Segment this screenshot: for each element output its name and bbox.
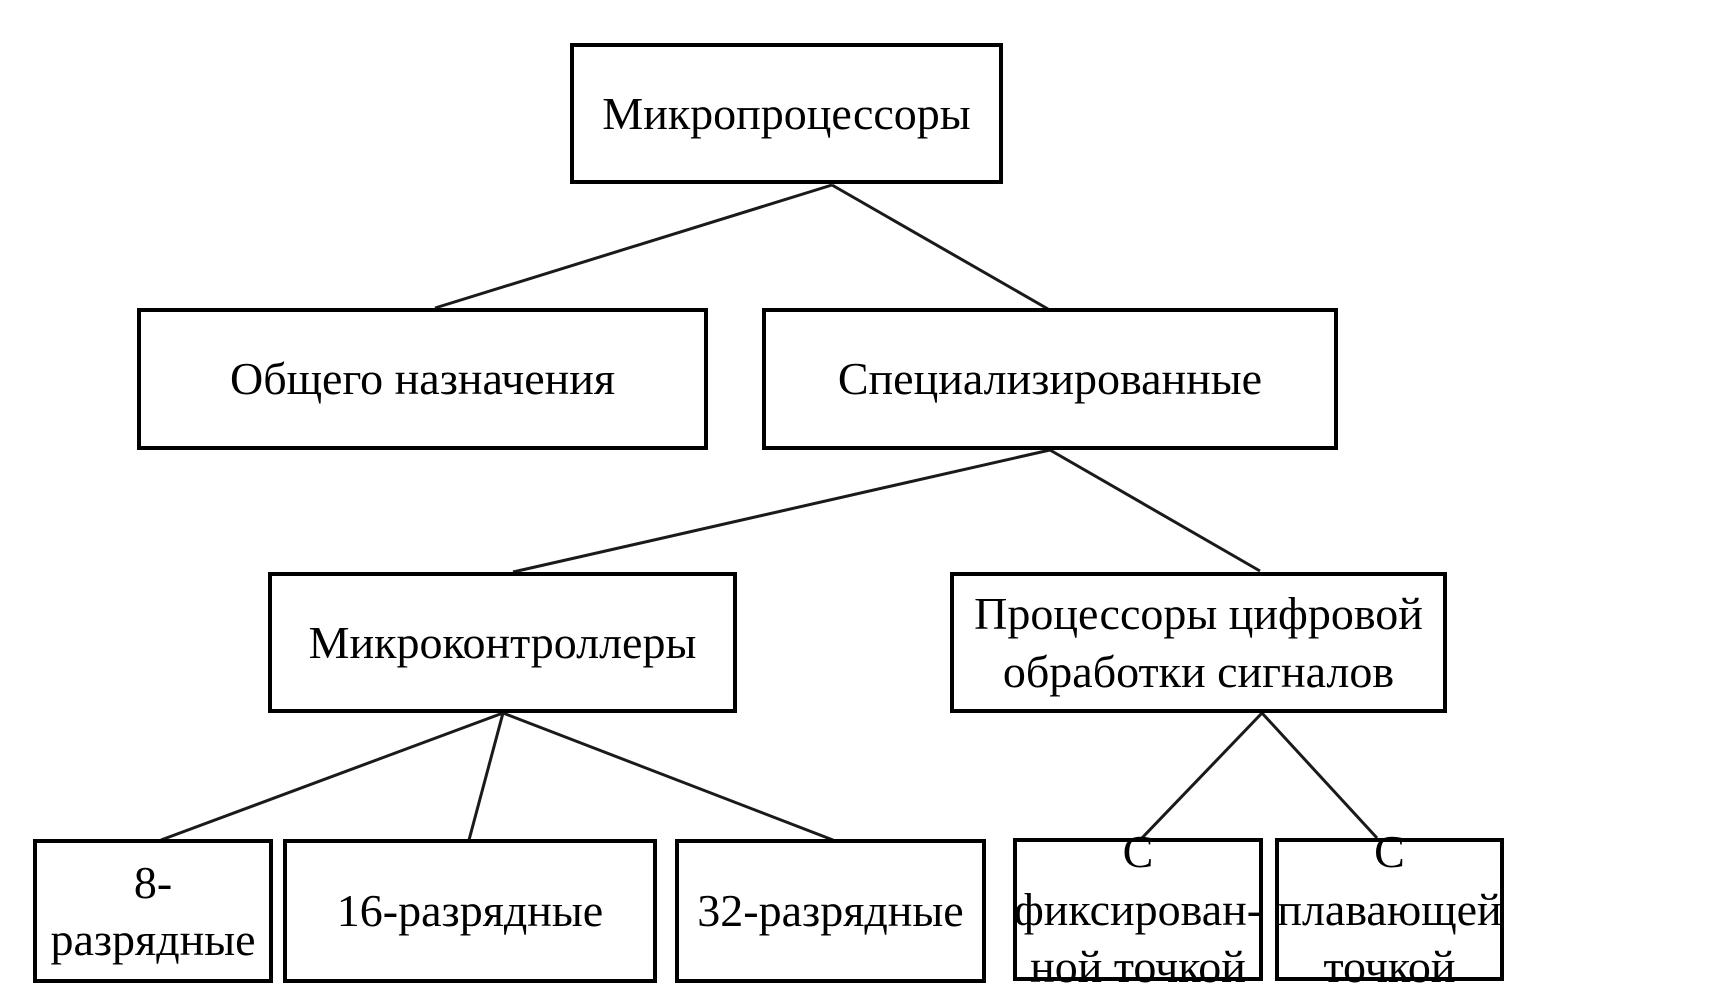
- connector-root-specialized: [831, 183, 1049, 311]
- node-specialized-label: Специализированные: [837, 353, 1263, 405]
- node-floating-point: С плавающей точкой: [1275, 826, 1504, 992]
- node-dsp: Процессоры цифровой обработки сигналов: [950, 572, 1447, 713]
- node-microprocessors: Микропроцессоры: [570, 43, 1003, 184]
- connector-root-general: [434, 183, 833, 310]
- node-8bit: 8-разрядные: [33, 839, 273, 983]
- connector-specialized-dsp: [1049, 448, 1261, 573]
- connector-dsp-fixed: [1140, 711, 1264, 840]
- node-dsp-label: Процессоры цифровой обработки сигналов: [974, 588, 1423, 697]
- node-microprocessors-label: Микропроцессоры: [602, 87, 971, 139]
- connector-mcu-bit8: [160, 711, 504, 842]
- node-16bit: 16-разрядные: [283, 839, 657, 983]
- node-fixed-point-label: С фиксирован- ной точкой: [1013, 826, 1263, 993]
- node-specialized: Специализированные: [762, 308, 1338, 450]
- node-general-purpose-label: Общего назначения: [229, 353, 616, 405]
- node-general-purpose: Общего назначения: [137, 308, 708, 450]
- node-16bit-label: 16-разрядные: [336, 885, 604, 937]
- connector-mcu-bit32: [502, 711, 834, 842]
- node-floating-point-label: С плавающей точкой: [1277, 826, 1502, 993]
- connector-specialized-mcu: [512, 448, 1051, 574]
- node-8bit-label: 8-разрядные: [50, 856, 256, 966]
- connector-mcu-bit16: [467, 712, 505, 841]
- node-microcontrollers-label: Микроконтроллеры: [308, 616, 697, 668]
- node-microcontrollers: Микроконтроллеры: [268, 572, 737, 713]
- node-32bit-label: 32-разрядные: [697, 885, 964, 937]
- connector-dsp-float: [1260, 711, 1379, 840]
- node-32bit: 32-разрядные: [675, 839, 986, 983]
- node-fixed-point: С фиксирован- ной точкой: [1013, 826, 1263, 992]
